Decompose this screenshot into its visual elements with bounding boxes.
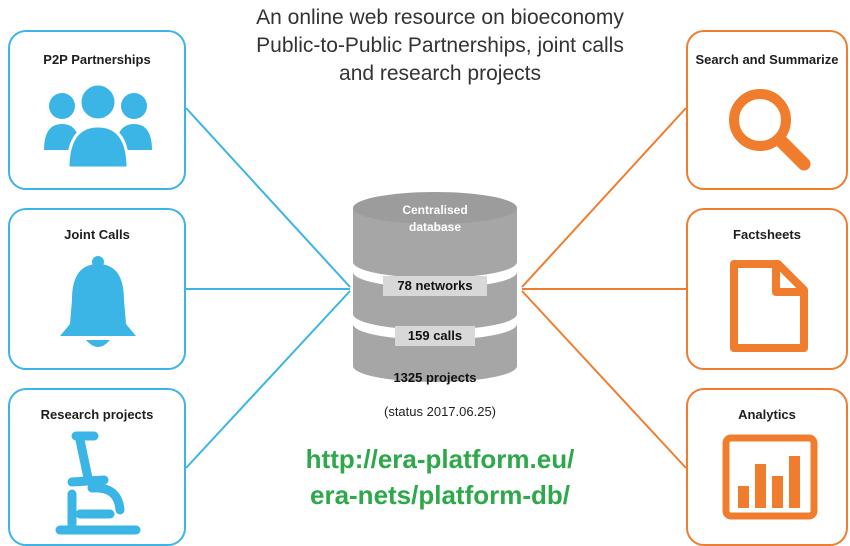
card-label-analytics: Analytics <box>738 407 796 422</box>
status-date: (status 2017.06.25) <box>383 404 497 419</box>
connector-analytics <box>521 290 687 469</box>
card-label-p2p: P2P Partnerships <box>43 52 151 67</box>
document-icon <box>730 260 808 352</box>
card-factsheets: Factsheets <box>686 208 848 370</box>
card-joint-calls: Joint Calls <box>8 208 186 370</box>
bell-icon <box>60 256 136 347</box>
card-label-search: Search and Summarize <box>695 52 839 67</box>
card-research-projects: Research projects <box>8 388 186 546</box>
stat-calls: 159 calls <box>395 326 475 346</box>
url-line-2[interactable]: era-nets/platform-db/ <box>309 480 571 510</box>
connector-p2p <box>185 107 351 288</box>
microscope-icon <box>55 431 141 535</box>
diagram-title: An online web resource on bioeconomy Pub… <box>205 4 675 88</box>
card-label-joint-calls: Joint Calls <box>64 227 130 242</box>
title-line-3: and research projects <box>339 62 541 85</box>
card-search-summarize: Search and Summarize <box>686 30 848 190</box>
url-line-1[interactable]: http://era-platform.eu/ <box>305 444 575 474</box>
connector-research <box>185 290 351 469</box>
card-label-factsheets: Factsheets <box>733 227 801 242</box>
database-title-line-2: database <box>408 220 462 234</box>
card-label-research: Research projects <box>40 407 154 422</box>
database-cylinder-icon <box>353 192 517 382</box>
magnifier-icon <box>729 89 811 171</box>
bar-chart-icon <box>722 434 818 520</box>
stat-projects: 1325 projects <box>393 370 477 385</box>
title-line-2: Public-to-Public Partnerships, joint cal… <box>256 34 624 57</box>
people-group-icon <box>44 82 152 170</box>
stat-networks: 78 networks <box>383 276 487 296</box>
card-analytics: Analytics <box>686 388 848 546</box>
connector-search <box>521 107 687 288</box>
card-p2p-partnerships: P2P Partnerships <box>8 30 186 190</box>
centralised-database: Centralised database 78 networks 159 cal… <box>345 188 525 410</box>
database-title-line-1: Centralised <box>402 203 468 217</box>
title-line-1: An online web resource on bioeconomy <box>256 6 624 29</box>
